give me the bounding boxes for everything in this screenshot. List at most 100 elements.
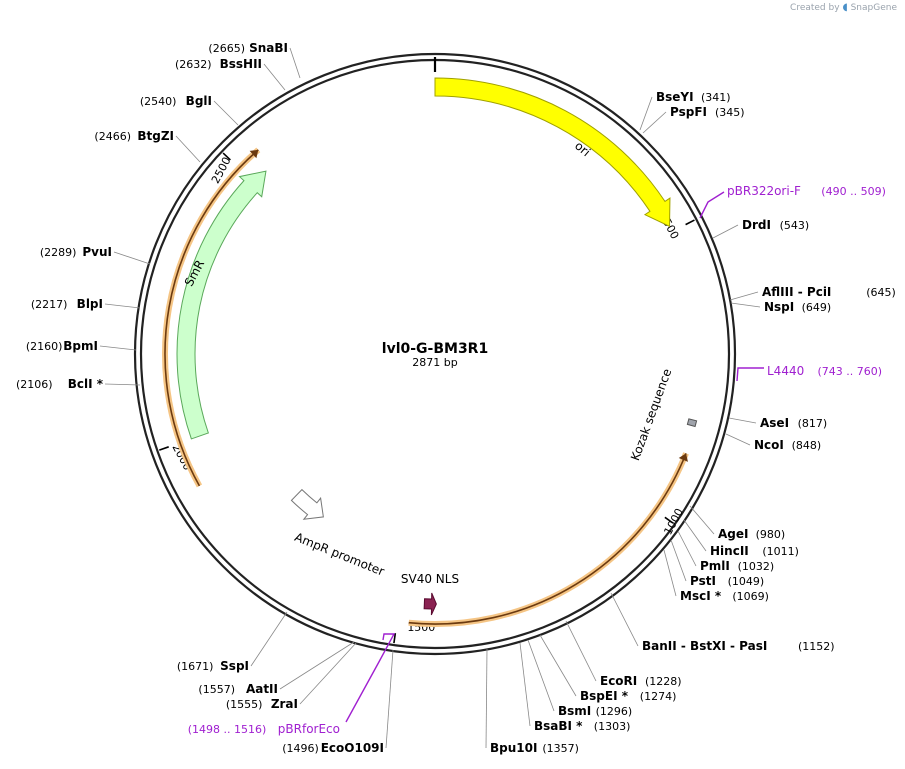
- site-name: SnaBI: [249, 41, 288, 55]
- site-position: (649): [802, 301, 832, 314]
- site-name: SspI: [220, 659, 249, 673]
- site-agei[interactable]: AgeI (980): [689, 505, 786, 541]
- site-position: (2466): [94, 130, 131, 143]
- feature-ori[interactable]: [434, 77, 671, 228]
- site-leader-line: [663, 549, 677, 597]
- plasmid-length: 2871 bp: [412, 356, 457, 369]
- site-blpi[interactable]: BlpI(2217): [31, 297, 141, 311]
- feature-ampr-promoter[interactable]: [290, 488, 324, 520]
- site-leader-line: [683, 519, 707, 552]
- site-hincii[interactable]: HincII(1011): [683, 519, 799, 558]
- site-name: DrdI: [742, 218, 771, 232]
- site-leader-line: [725, 433, 751, 446]
- site-leader-line: [689, 505, 715, 535]
- site-position: (341): [701, 91, 731, 104]
- site-pspfi[interactable]: PspFI(345): [642, 105, 745, 134]
- feature-smr[interactable]: [176, 170, 267, 440]
- site-leader-line: [250, 611, 288, 667]
- site-pmli[interactable]: PmlI(1032): [677, 530, 774, 573]
- orf-glow-1: [408, 452, 689, 627]
- site-position: (2540): [140, 95, 177, 108]
- site-name: PstI: [690, 574, 716, 588]
- site-bpu10i[interactable]: Bpu10I(1357): [485, 648, 579, 755]
- tick-1500: [393, 633, 397, 644]
- site-name: EcoO109I: [321, 741, 384, 755]
- site-name: BtgZI: [137, 129, 174, 143]
- site-position: (1557): [198, 683, 235, 696]
- site-position: (1496): [282, 742, 319, 755]
- site-bsmi[interactable]: BsmI (1296): [527, 639, 633, 718]
- primer-pbrforeco[interactable]: pBRforEco (1498 .. 1516): [188, 633, 396, 736]
- site-afliii-pcii[interactable]: AflIII - PciI(645): [729, 285, 896, 301]
- tick-500: [685, 219, 695, 226]
- site-leader-line: [519, 642, 531, 727]
- snapgene-logo-icon: ◖: [842, 2, 848, 13]
- site-position: (1296): [596, 705, 633, 718]
- site-position: (1228): [645, 675, 682, 688]
- primer-l4440[interactable]: L4440(743 .. 760): [736, 364, 883, 382]
- primers: pBR322ori-F(490 .. 509) L4440(743 .. 760)…: [188, 184, 886, 736]
- site-banii-bstxi-pasi[interactable]: BanII - BstXI - PasI(1152): [610, 592, 835, 653]
- site-name: BsmI: [558, 704, 591, 718]
- site-bsabi[interactable]: BsaBI *(1303): [519, 642, 631, 733]
- tick-label-1000: 1000: [661, 506, 686, 537]
- primer-range: (1498 .. 1516): [188, 723, 267, 736]
- primer-range: (743 .. 760): [818, 365, 883, 378]
- primer-range: (490 .. 509): [821, 185, 886, 198]
- site-name: BlpI: [77, 297, 103, 311]
- site-bgli[interactable]: BglI (2540): [140, 94, 239, 126]
- site-name: AgeI: [718, 527, 748, 541]
- site-nspi[interactable]: NspI(649): [730, 300, 832, 314]
- primer-pbr322ori-f[interactable]: pBR322ori-F(490 .. 509): [699, 184, 886, 219]
- site-position: (848): [792, 439, 822, 452]
- orf-arrowhead-1: [678, 453, 688, 462]
- site-psti[interactable]: PstI (1049): [670, 539, 765, 588]
- site-ncoi[interactable]: NcoI(848): [725, 433, 822, 452]
- site-name: BssHII: [220, 57, 262, 71]
- site-msci[interactable]: MscI *(1069): [663, 549, 769, 603]
- site-drdi[interactable]: DrdI(543): [712, 218, 809, 239]
- brand-name: SnapGene: [850, 3, 897, 13]
- site-sspi[interactable]: SspI(1671): [177, 611, 288, 673]
- site-leader-line: [104, 383, 141, 386]
- primer-name: pBRforEco: [278, 722, 340, 736]
- site-name: BglI: [186, 94, 212, 108]
- site-bpmi[interactable]: BpmI(2160): [26, 339, 137, 353]
- site-position: (1274): [640, 690, 677, 703]
- site-name: PvuI: [82, 245, 112, 259]
- site-bseyi[interactable]: BseYI(341): [639, 90, 731, 131]
- site-leader-line: [385, 649, 394, 749]
- site-name: BclI *: [68, 377, 104, 391]
- site-ecori[interactable]: EcoRI(1228): [565, 620, 682, 688]
- site-btgzi[interactable]: BtgZI (2466): [94, 129, 201, 163]
- feature-sv40-nls[interactable]: [423, 592, 437, 616]
- site-position: (1303): [594, 720, 631, 733]
- site-zrai[interactable]: ZraI(1555): [226, 642, 357, 711]
- site-leader-line: [213, 100, 239, 126]
- site-name: AatII: [246, 682, 278, 696]
- primer-leader: [345, 633, 396, 723]
- site-leader-line: [639, 96, 653, 131]
- plasmid-name: lvl0-G-BM3R1: [382, 341, 488, 357]
- site-position: (980): [756, 528, 786, 541]
- site-bsshii[interactable]: BssHII(2632): [175, 57, 286, 91]
- site-bspei[interactable]: BspEI *(1274): [539, 634, 677, 703]
- orf-line-2: [164, 149, 259, 487]
- site-snabi[interactable]: SnaBI (2665): [208, 41, 301, 79]
- created-by-text: Created by: [790, 3, 840, 13]
- site-position: (817): [798, 417, 828, 430]
- site-aatii[interactable]: AatII (1557): [198, 641, 355, 696]
- site-name: Bpu10I: [490, 741, 537, 755]
- site-pvui[interactable]: PvuI(2289): [40, 245, 151, 265]
- feature-kozak-sequence[interactable]: [686, 418, 698, 428]
- site-asei[interactable]: AseI(817): [728, 416, 828, 430]
- site-name: PspFI: [670, 105, 707, 119]
- site-bcli[interactable]: BclI *(2106): [16, 377, 141, 391]
- site-position: (1049): [728, 575, 765, 588]
- site-leader-line: [730, 302, 761, 308]
- site-leader-line: [642, 111, 667, 134]
- site-ecoo109i[interactable]: EcoO109I(1496): [282, 649, 394, 755]
- site-name: PmlI: [700, 559, 730, 573]
- site-position: (2665): [208, 42, 245, 55]
- site-position: (2160): [26, 340, 63, 353]
